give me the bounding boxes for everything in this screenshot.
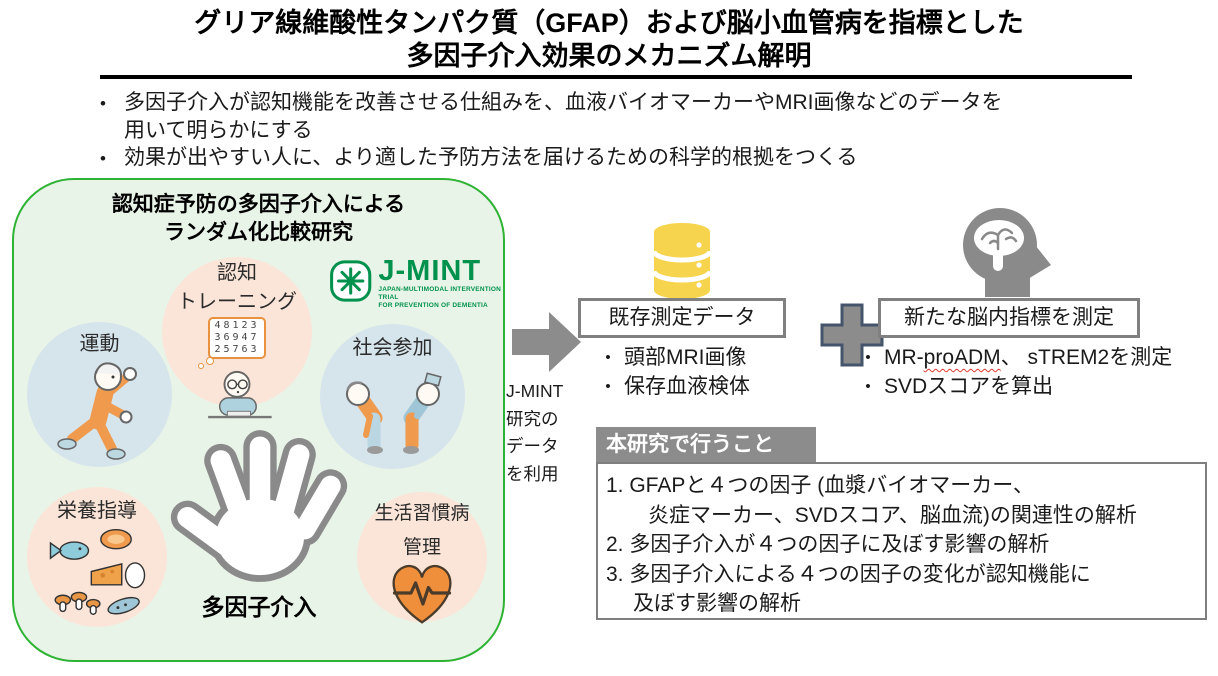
objective-text: 多因子介入が認知機能を改善させる仕組みを、血液バイオマーカーやMRI画像などのデ…: [124, 91, 1003, 114]
study-plan-header: 本研究で行うこと: [596, 427, 816, 462]
bullet-marker-icon: [100, 89, 124, 117]
jmint-panel-title-line1: 認知症予防の多因子介入による: [111, 193, 406, 216]
existing-data-box: 既存測定データ: [578, 298, 786, 338]
new-indicators-box: 新たな脳内指標を測定: [878, 298, 1140, 338]
nutrition-label: 栄養指導: [57, 500, 137, 522]
existing-data-list: 頭部MRI画像 保存血液検体: [592, 344, 750, 401]
list-item-text: SVDスコアを算出: [884, 374, 1054, 398]
flow-caption-line: 研究の: [506, 408, 559, 429]
number-grid-row: 48123: [214, 320, 260, 331]
list-item: 頭部MRI画像: [592, 344, 750, 373]
biomarker-suffix: 、 sTREM2を測定: [1000, 346, 1173, 369]
list-item: SVDスコアを算出: [852, 373, 1172, 402]
cognitive-label-line1: 認知: [217, 262, 257, 284]
database-icon: [651, 220, 713, 305]
head-brain-icon: [958, 205, 1053, 302]
list-item: MR-proADM、 sTREM2を測定: [852, 344, 1172, 373]
flow-caption-line: J-MINT: [506, 381, 564, 401]
intervention-circle-exercise: 運動: [27, 322, 172, 467]
bowing-people-icon: [345, 372, 442, 454]
heart-ekg-icon: [392, 564, 452, 624]
right-arrow-icon: [512, 310, 582, 379]
study-plan-line: 炎症マーカー、SVDスコア、脳血流)の関連性の解析: [648, 503, 1137, 527]
objective-text-continued: 用いて明らかにする: [124, 119, 313, 142]
flow-caption-line: を利用: [506, 463, 559, 484]
walking-person-icon: [56, 362, 137, 460]
title-underline: [100, 75, 1132, 79]
jmint-panel-title-line2: ランダム化比較研究: [164, 221, 353, 244]
jmint-logo: J-MINT JAPAN-MULTIMODAL INTERVENTION TRI…: [329, 256, 504, 310]
intervention-circle-social: 社会参加: [320, 324, 465, 469]
biomarker-spellchecked-word: proADM: [923, 346, 1001, 369]
number-grid-row: 25763: [214, 344, 260, 355]
exercise-label: 運動: [79, 333, 120, 355]
objective-item: 多因子介入が認知機能を改善させる仕組みを、血液バイオマーカーやMRI画像などのデ…: [100, 89, 1140, 117]
intervention-circle-nutrition: 栄養指導: [27, 487, 167, 627]
jmint-logo-mark-icon: [330, 260, 372, 302]
social-label: 社会参加: [352, 337, 433, 359]
bullet-marker-icon: [100, 144, 124, 172]
page-title-line2: 多因子介入効果のメカニズム解明: [406, 41, 812, 71]
number-grid-row: 36947: [214, 332, 260, 343]
page-title-line1: グリア線維酸性タンパク質（GFAP）および脳小血管病を指標とした: [194, 8, 1024, 38]
study-plan-line: 3. 多因子介入による４つの因子の変化が認知機能に: [606, 562, 1091, 586]
study-plan-line: 2. 多因子介入が４つの因子に及ぼす影響の解析: [606, 533, 1050, 556]
cognitive-label-line2: トレーニング: [177, 291, 297, 313]
intervention-circle-lifestyle: 生活習慣病 管理: [357, 492, 487, 624]
jmint-subtitle-line2: FOR PREVENTION OF DEMENTIA: [378, 302, 488, 309]
list-item-text: 頭部MRI画像: [624, 346, 747, 369]
foods-icon: [49, 528, 145, 615]
jmint-panel-title: 認知症予防の多因子介入による ランダム化比較研究: [14, 191, 503, 247]
biomarker-prefix: MR-: [884, 346, 924, 369]
lifestyle-label-line2: 管理: [402, 537, 441, 558]
study-plan-box: 1. GFAPと４つの因子 (血漿バイオマーカー、 炎症マーカー、SVDスコア、…: [596, 462, 1207, 620]
list-item: 保存血液検体: [592, 373, 750, 402]
study-plan-line: 1. GFAPと４つの因子 (血漿バイオマーカー、: [606, 474, 1034, 497]
list-item-text: 保存血液検体: [624, 374, 750, 398]
intervention-circle-cognitive: 認知 トレーニング 48123 36947 25763: [162, 257, 312, 419]
objectives-list: 多因子介入が認知機能を改善させる仕組みを、血液バイオマーカーやMRI画像などのデ…: [100, 89, 1140, 172]
thinking-person-icon: [208, 370, 272, 419]
objective-item: 効果が出やすい人に、より適した予防方法を届けるための科学的根拠をつくる: [100, 144, 1140, 172]
new-indicators-list: MR-proADM、 sTREM2を測定 SVDスコアを算出: [852, 344, 1172, 401]
flow-caption: J-MINT 研究の データ を利用: [506, 378, 586, 488]
hand-icon: [165, 425, 355, 595]
multidomain-intervention-label: 多因子介入: [201, 594, 317, 620]
list-item-text: MR-proADM、 sTREM2を測定: [884, 344, 1172, 373]
lifestyle-label-line1: 生活習慣病: [374, 503, 470, 524]
objective-text: 効果が出やすい人に、より適した予防方法を届けるための科学的根拠をつくる: [124, 146, 858, 169]
number-grid: 48123 36947 25763: [208, 317, 266, 359]
jmint-subtitle-line1: JAPAN-MULTIMODAL INTERVENTION TRIAL: [378, 286, 502, 301]
jmint-wordmark: J-MINT: [378, 255, 482, 287]
study-plan-line: 及ぼす影響の解析: [633, 592, 801, 615]
thought-bubble-dots-icon: [162, 357, 312, 369]
jmint-panel: 認知症予防の多因子介入による ランダム化比較研究 J-MINT JAPAN-MU…: [12, 178, 505, 662]
flow-caption-line: データ: [506, 436, 559, 456]
page-title: グリア線維酸性タンパク質（GFAP）および脳小血管病を指標とした 多因子介入効果…: [0, 7, 1218, 73]
